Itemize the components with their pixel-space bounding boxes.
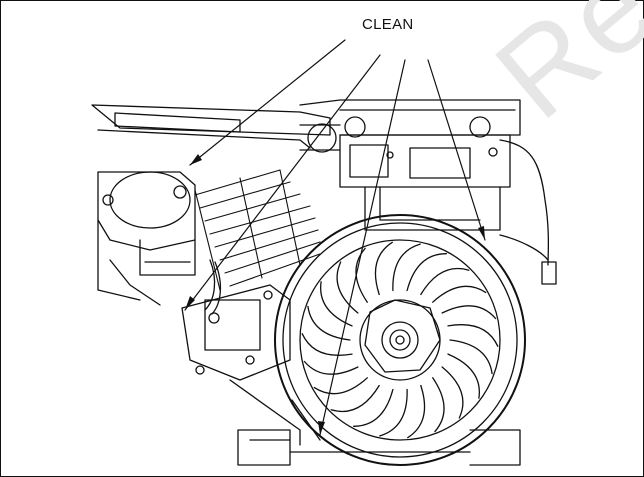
flywheel-fin bbox=[313, 377, 368, 395]
flywheel-fin bbox=[447, 324, 499, 347]
flywheel-fin bbox=[432, 377, 445, 433]
flywheel-fin bbox=[449, 339, 493, 375]
flywheel-fin bbox=[379, 388, 408, 437]
carburetor-assembly bbox=[97, 171, 196, 306]
flywheel-fin bbox=[307, 305, 351, 341]
flywheel-fin bbox=[320, 281, 353, 327]
callout-arrowheads bbox=[185, 154, 485, 435]
flywheel bbox=[274, 214, 526, 466]
flywheel-fin bbox=[336, 261, 359, 314]
engine-base bbox=[237, 399, 521, 466]
flywheel-fin bbox=[301, 333, 353, 356]
flywheel-fin bbox=[420, 267, 470, 296]
flywheel-fin bbox=[447, 353, 480, 399]
flywheel-fins bbox=[301, 241, 499, 439]
flywheel-fin bbox=[432, 285, 487, 303]
control-bracket bbox=[299, 116, 511, 231]
flywheel-fin bbox=[330, 384, 380, 413]
cylinder-fins bbox=[194, 169, 321, 291]
callout-leaders bbox=[184, 39, 486, 436]
flywheel-fin bbox=[392, 243, 421, 292]
flywheel-fin bbox=[374, 241, 393, 296]
clean-callout-label: CLEAN bbox=[362, 16, 414, 33]
flywheel-fin bbox=[406, 253, 448, 292]
ignition-coil bbox=[181, 284, 301, 446]
flywheel-fin bbox=[355, 247, 368, 303]
flywheel-fin bbox=[441, 366, 464, 419]
top-shroud bbox=[91, 99, 521, 149]
flywheel-fin bbox=[352, 388, 394, 427]
flywheel-fin bbox=[303, 360, 359, 375]
flywheel-fin bbox=[441, 305, 497, 320]
flywheel-fin bbox=[407, 384, 426, 439]
